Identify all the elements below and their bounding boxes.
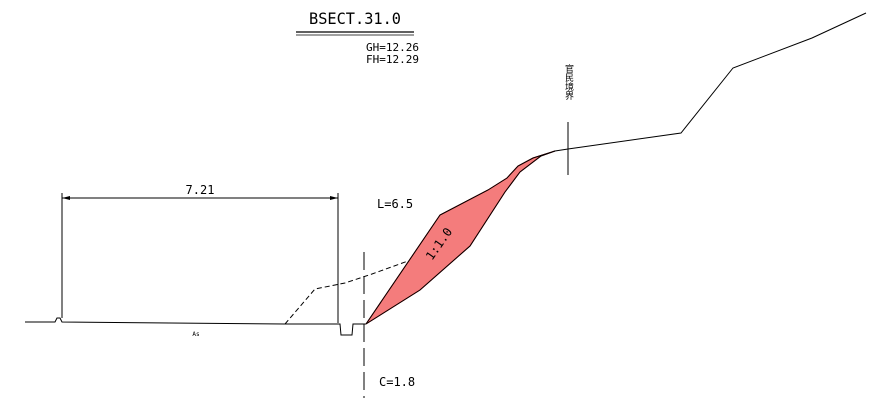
boundary-marker: 官民境界	[563, 63, 574, 175]
width-dimension-value: 7.21	[186, 183, 215, 197]
cut-bottom-line	[365, 150, 556, 325]
slope-line	[365, 12, 867, 325]
dimension-arrow-right	[330, 196, 338, 200]
section-title: BSECT.31.0	[309, 9, 401, 28]
formation-height-label: FH=12.29	[366, 53, 419, 66]
pavement-label: As	[192, 331, 200, 338]
slope-length-label: L=6.5	[377, 197, 413, 211]
section-header: BSECT.31.0 GH=12.26 FH=12.29	[296, 9, 419, 66]
boundary-label: 官民境界	[563, 63, 574, 101]
dimension-arrow-left	[62, 196, 70, 200]
ground-height-label: GH=12.26	[366, 41, 419, 54]
existing-ground-dashed	[284, 260, 409, 325]
cut-value-label: C=1.8	[379, 375, 415, 389]
width-dimension: 7.21	[62, 183, 338, 200]
cut-area	[365, 150, 556, 325]
